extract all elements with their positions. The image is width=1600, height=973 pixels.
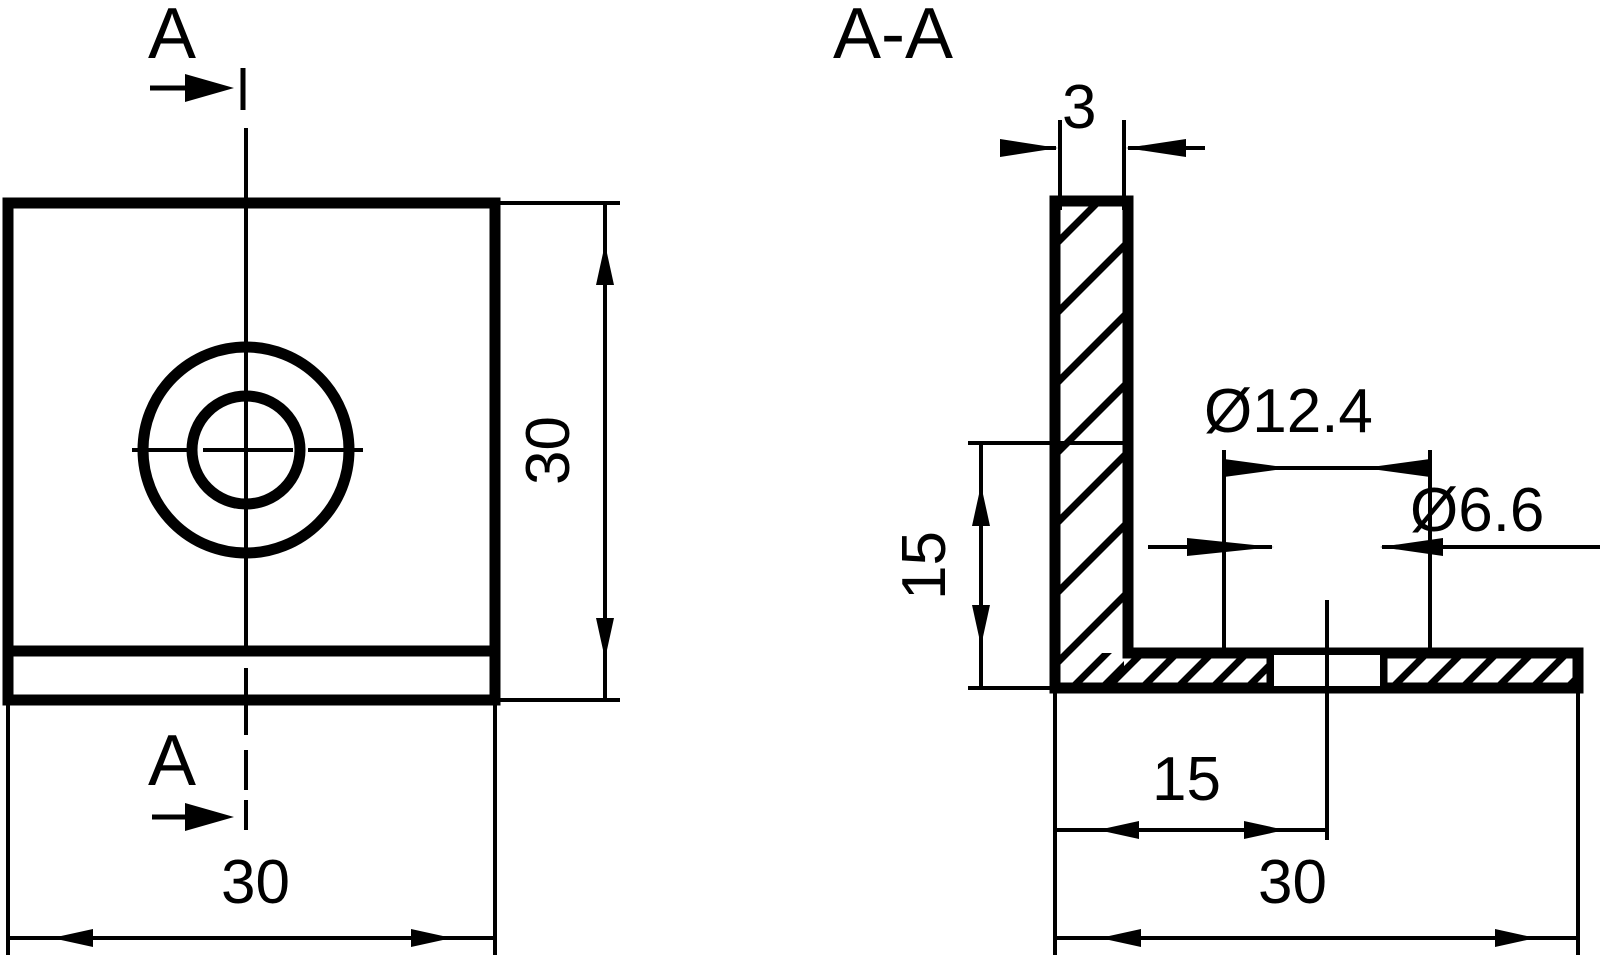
vertical-leg-dimension: 15 (890, 441, 1132, 690)
counterbore-dimension: Ø12.4 (1204, 377, 1432, 653)
front-view-outline (2, 197, 501, 706)
through-arrow-right (1380, 538, 1443, 556)
section-marker-bottom-label: A (148, 721, 196, 801)
section-view: A-A 3 (833, 0, 1600, 955)
through-hole-dimension: Ø6.6 (1148, 476, 1600, 556)
thickness-dimension: 3 (1000, 73, 1205, 210)
hole-center-label: 15 (1152, 745, 1221, 814)
cbore-arrow-left (1224, 459, 1290, 477)
section-marker-top-label: A (148, 0, 196, 74)
thickness-arrow-right (1126, 139, 1186, 157)
section-width-dimension: 30 (1055, 688, 1580, 955)
vertical-leg-label: 15 (890, 531, 959, 600)
section-view-title: A-A (833, 0, 953, 74)
counterbore-diameter-label: Ø12.4 (1204, 377, 1373, 446)
section-marker-bottom: A (148, 721, 234, 831)
section-arrow-top-head (185, 74, 234, 102)
cbore-arrow-right (1364, 459, 1430, 477)
hole-center-dimension: 15 (1053, 688, 1329, 955)
thickness-arrow-left (1000, 139, 1058, 157)
front-view-width-label: 30 (221, 848, 290, 917)
front-view-height-label: 30 (514, 416, 583, 485)
hatch-horizontal-leg-right (1392, 653, 1573, 683)
section-arrow-bottom-head (185, 803, 234, 831)
hatch-vertical-leg (1060, 205, 1124, 683)
hatch-horizontal-leg-left (1072, 653, 1272, 683)
thickness-label: 3 (1062, 73, 1096, 142)
through-hole-diameter-label: Ø6.6 (1410, 476, 1544, 545)
front-view-height-dimension: 30 (495, 201, 620, 702)
front-view: A (2, 0, 620, 955)
through-arrow-left (1187, 538, 1274, 556)
section-width-label: 30 (1258, 848, 1327, 917)
through-hole-circle (186, 390, 306, 510)
section-marker-top: A (148, 0, 246, 110)
front-view-width-dimension: 30 (6, 700, 497, 955)
